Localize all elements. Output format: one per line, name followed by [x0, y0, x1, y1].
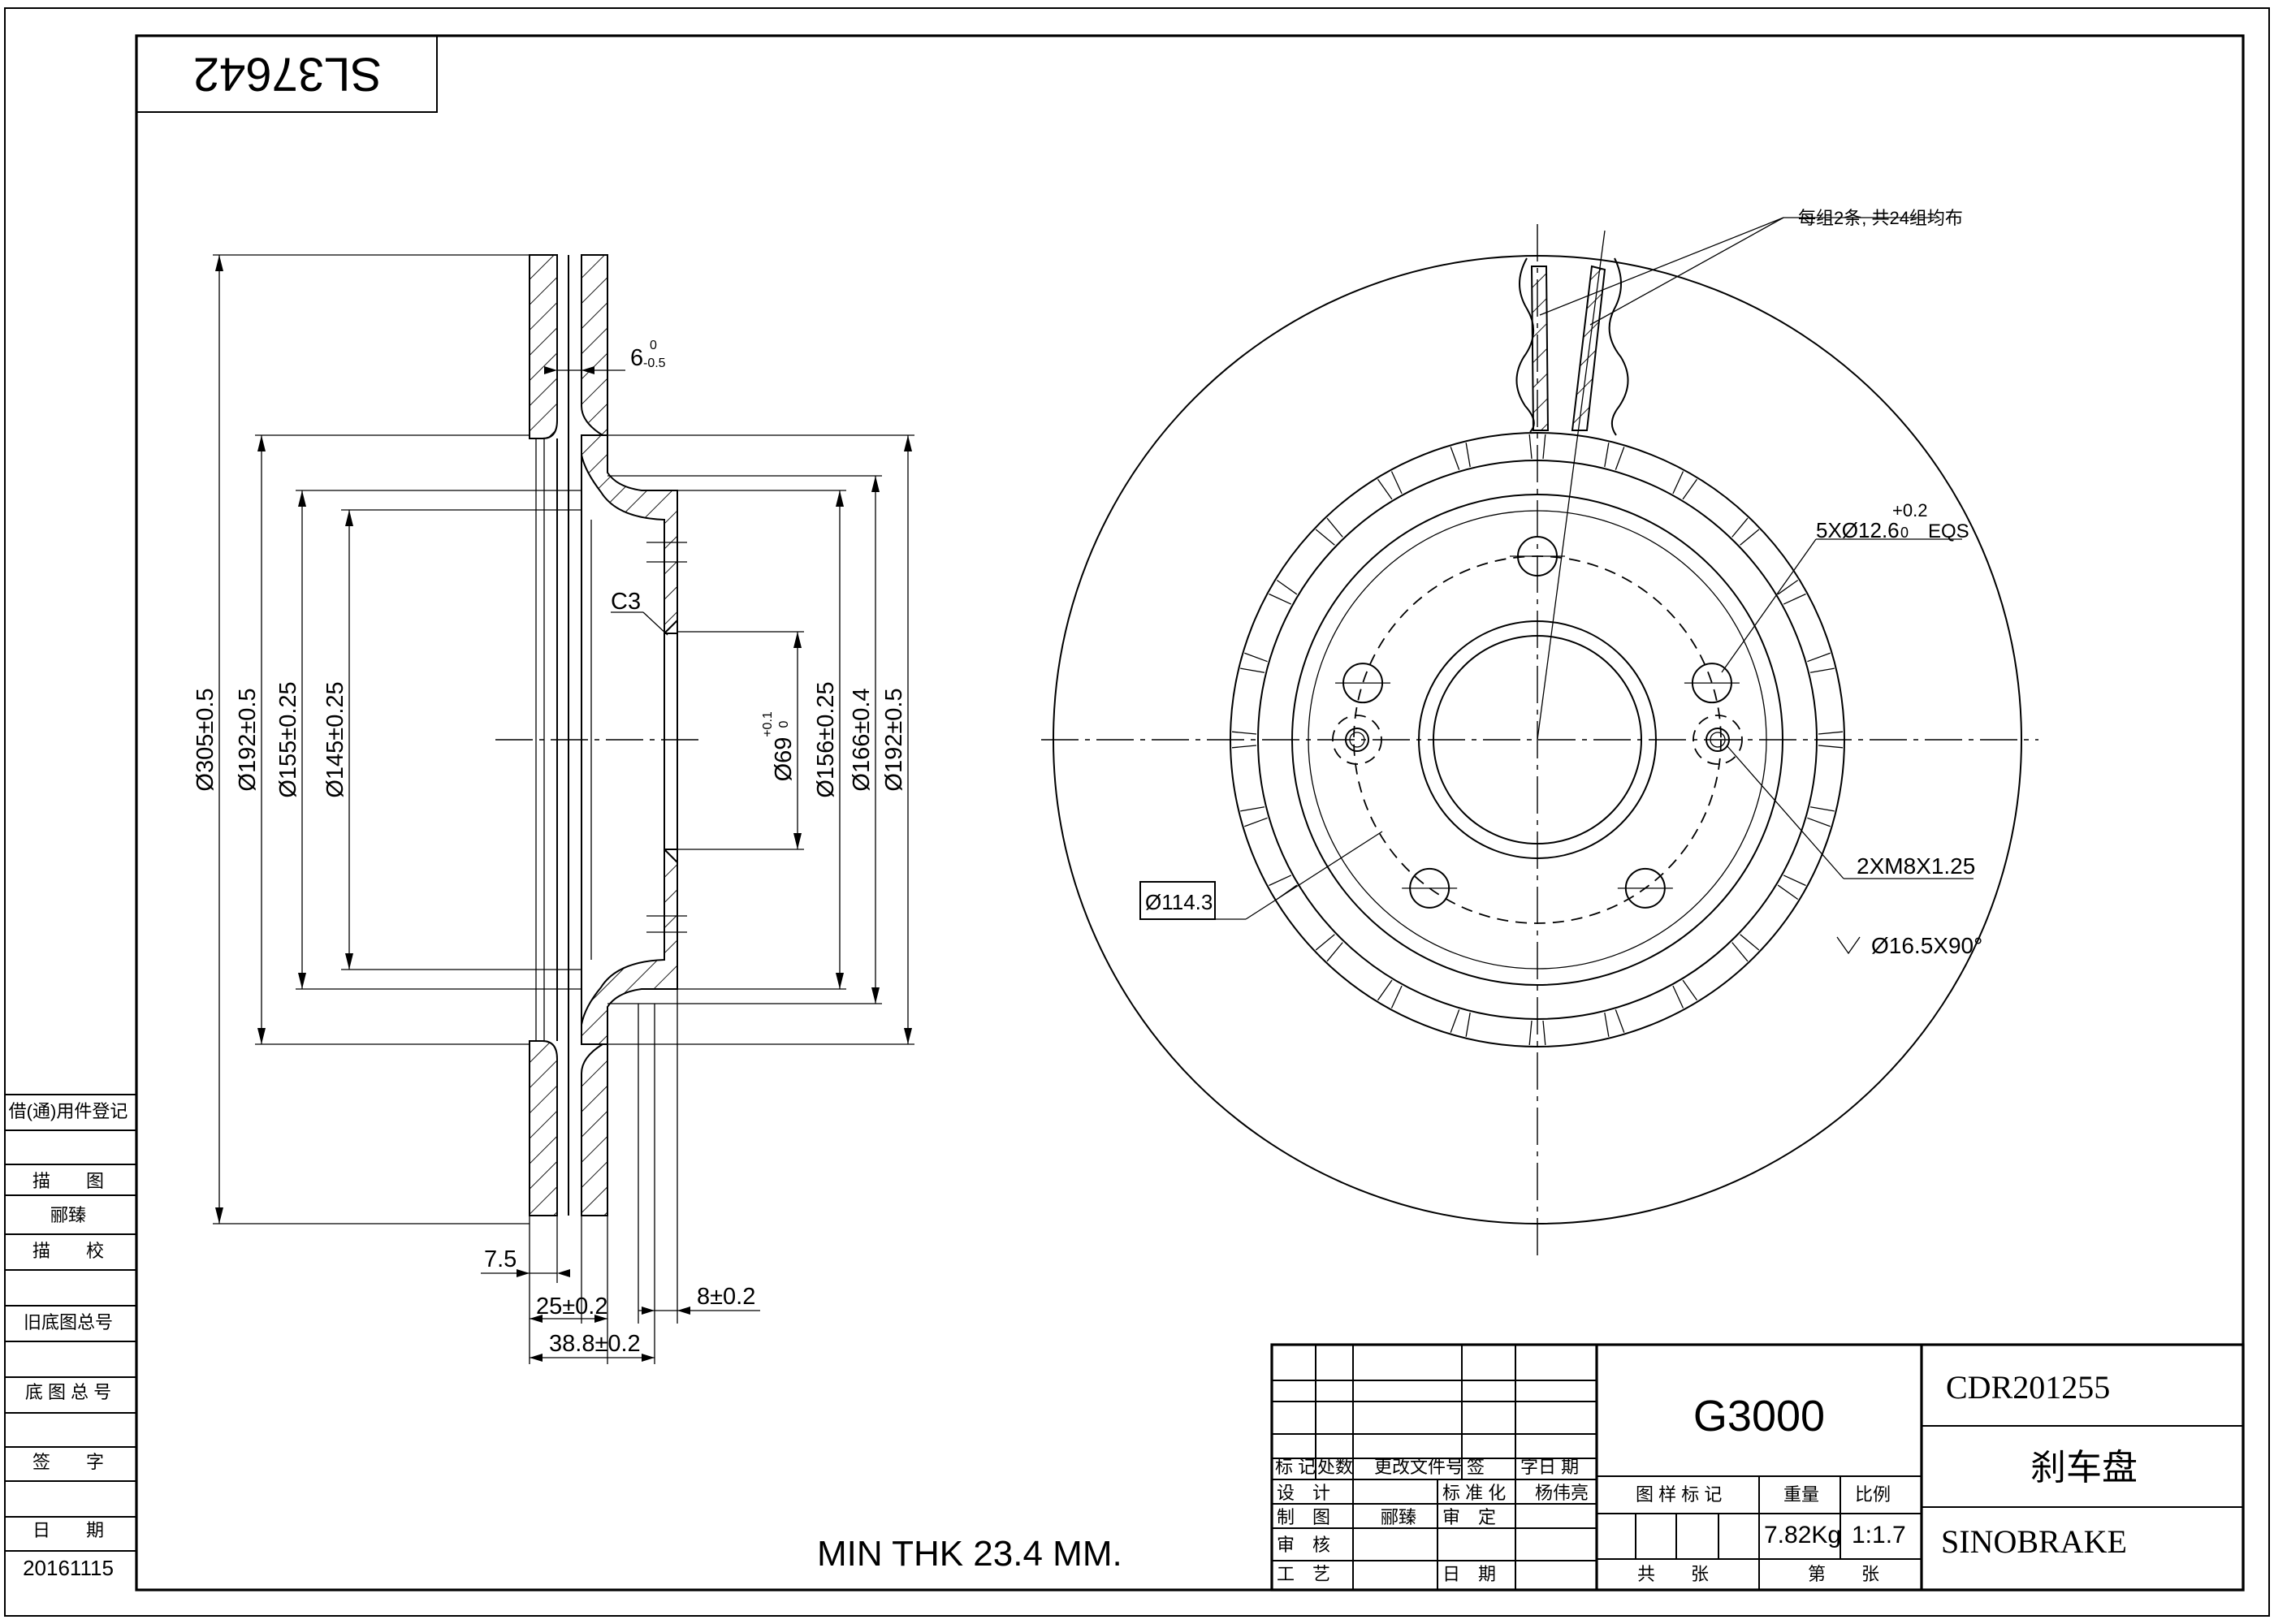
tb-label-review: 审 定: [1442, 1507, 1496, 1527]
strip-value-date: 20161115: [23, 1556, 114, 1580]
countersink-note: Ø16.5X90°: [1871, 933, 1982, 958]
vent-slot-marker: [1672, 471, 1698, 500]
vent-slot-marker: [1377, 471, 1403, 500]
dim-156: Ø156±0.25: [813, 681, 839, 797]
vent-slot-marker: [1807, 652, 1835, 673]
bolt-hole-tol-hi: +0.2: [1892, 500, 1927, 520]
vent-slot-marker: [1315, 934, 1343, 962]
vent-slot-marker: [1604, 443, 1625, 470]
tb-value-design-person: 杨伟亮: [1535, 1483, 1589, 1503]
bolt-hole-note: 5XØ12.6: [1816, 518, 1900, 542]
vent-slot-marker: [1731, 517, 1760, 546]
bolt-hole-tol-lo: 0: [1900, 525, 1909, 541]
strip-label-base-no: 底 图 总 号: [25, 1382, 111, 1402]
threaded-hole-right: [1693, 715, 1743, 765]
tb-label-standardize: 标 准 化: [1442, 1483, 1506, 1503]
vent-slot-marker: [1731, 934, 1760, 962]
outer-border: [4, 7, 2270, 1617]
vent-slot-note: 每组2条, 共24组均布: [1798, 208, 1963, 228]
tb-label-mark: 标 记: [1275, 1457, 1316, 1477]
pcd-note: Ø114.3: [1145, 890, 1213, 914]
strip-label-old-base-no: 旧底图总号: [24, 1312, 113, 1332]
dim-25: 25±0.2: [536, 1294, 608, 1320]
tb-label-date: 日 期: [1538, 1457, 1579, 1477]
vent-slot-marker: [1377, 979, 1403, 1009]
tb-part-name: 刹车盘: [2030, 1448, 2138, 1488]
tb-value-weight: 7.82Kg: [1764, 1522, 1841, 1548]
tb-label-sample-mark: 图 样 标 记: [1636, 1484, 1722, 1505]
inner-frame: [135, 34, 2245, 1592]
threaded-hole-left: [1332, 715, 1382, 765]
vent-slot-marker: [1528, 434, 1546, 460]
bolt-hole-suffix: EQS: [1928, 520, 1969, 542]
dim-6: 6: [630, 345, 643, 371]
tb-label-sheet-no: 第 张: [1808, 1564, 1879, 1584]
tb-label-sign: 签 字: [1467, 1457, 1538, 1477]
vent-slot-marker: [1240, 652, 1268, 673]
min-thickness-note: MIN THK 23.4 MM.: [817, 1534, 1122, 1574]
vent-slot-marker: [1231, 731, 1257, 749]
strip-label-tracing: 描 图: [32, 1171, 104, 1191]
section-view: Ø305±0.5 Ø192±0.5 Ø155±0.25 Ø145±0.25 Ø6…: [192, 254, 914, 1364]
vent-slot-marker: [1450, 1009, 1471, 1037]
vent-slot-marker: [1818, 731, 1844, 749]
dim-155: Ø155±0.25: [275, 681, 301, 797]
vent-slot-marker: [1672, 979, 1698, 1009]
tb-label-date-2: 日 期: [1442, 1564, 1496, 1584]
dim-7-5: 7.5: [484, 1246, 517, 1272]
tb-label-count: 处数: [1317, 1457, 1353, 1477]
vent-slot-markers: [1231, 434, 1844, 1046]
threaded-hole-note: 2XM8X1.25: [1857, 853, 1975, 879]
vent-slot-marker: [1528, 1020, 1546, 1046]
tb-label-change-doc: 更改文件号: [1374, 1457, 1463, 1477]
strip-label-trace-check: 描 校: [32, 1241, 104, 1261]
vent-slot-marker: [1315, 517, 1343, 546]
vent-slot-marker: [1777, 579, 1806, 605]
dim-192-left: Ø192±0.5: [235, 688, 261, 791]
dim-8: 8±0.2: [697, 1284, 755, 1310]
mirrored-code-box: SL37642: [136, 35, 438, 113]
dim-192-right: Ø192±0.5: [881, 688, 907, 791]
vent-slot-marker: [1450, 443, 1471, 470]
tb-label-design: 设 计: [1277, 1483, 1330, 1503]
tb-company: SINOBRAKE: [1941, 1523, 2127, 1560]
strip-label-date: 日 期: [32, 1520, 104, 1540]
dim-69-tol-lo: 0: [777, 720, 791, 728]
tb-label-process: 工 艺: [1277, 1564, 1330, 1584]
tb-label-check: 审 核: [1277, 1535, 1330, 1555]
tb-drawing-number: CDR201255: [1946, 1369, 2110, 1406]
vent-slot-marker: [1604, 1009, 1625, 1037]
tb-label-total-sheets: 共 张: [1637, 1564, 1709, 1584]
bolt-holes: [1335, 536, 1740, 909]
dim-outer-diameter: Ø305±0.5: [192, 688, 218, 791]
tb-value-drafter: 郦臻: [1381, 1507, 1416, 1527]
dim-6-tol-hi: 0: [650, 339, 657, 352]
strip-value-tracer: 郦臻: [50, 1205, 86, 1225]
strip-label-shared-parts: 借(通)用件登记: [9, 1101, 128, 1121]
dim-166: Ø166±0.4: [849, 688, 875, 791]
vent-slot-marker: [1269, 579, 1298, 605]
title-block: 标 记 处数 更改文件号 签 字 日 期 设 计 标 准 化 杨伟亮 制 图 郦…: [1270, 1343, 2245, 1592]
front-view: 每组2条, 共24组均布 5XØ12.6 +0.2 0 EQS 2XM8X1.2…: [1041, 208, 2038, 1255]
mirrored-part-code: SL37642: [193, 48, 382, 101]
vent-slot-cutaway: [1515, 257, 1629, 436]
tb-label-draw: 制 图: [1277, 1507, 1330, 1527]
left-registration-strip: 借(通)用件登记 描 图 郦臻 描 校 旧底图总号 底 图 总 号 签 字 日 …: [5, 1094, 136, 1580]
tb-label-weight: 重量: [1783, 1484, 1819, 1505]
tb-label-scale: 比例: [1855, 1484, 1891, 1505]
dim-6-tol-lo: -0.5: [643, 356, 666, 370]
vent-slot-marker: [1240, 806, 1268, 827]
dim-69: Ø69: [771, 737, 797, 782]
tb-value-scale: 1:1.7: [1852, 1522, 1906, 1548]
dim-69-tol-hi: +0.1: [761, 711, 775, 737]
dim-145: Ø145±0.25: [322, 681, 348, 797]
vent-slot-marker: [1807, 806, 1835, 827]
vent-slot-marker: [1777, 875, 1806, 901]
strip-label-signature: 签 字: [32, 1452, 104, 1472]
dim-38-8: 38.8±0.2: [549, 1331, 641, 1357]
tb-material: G3000: [1693, 1392, 1825, 1440]
chamfer-callout: C3: [611, 589, 641, 615]
